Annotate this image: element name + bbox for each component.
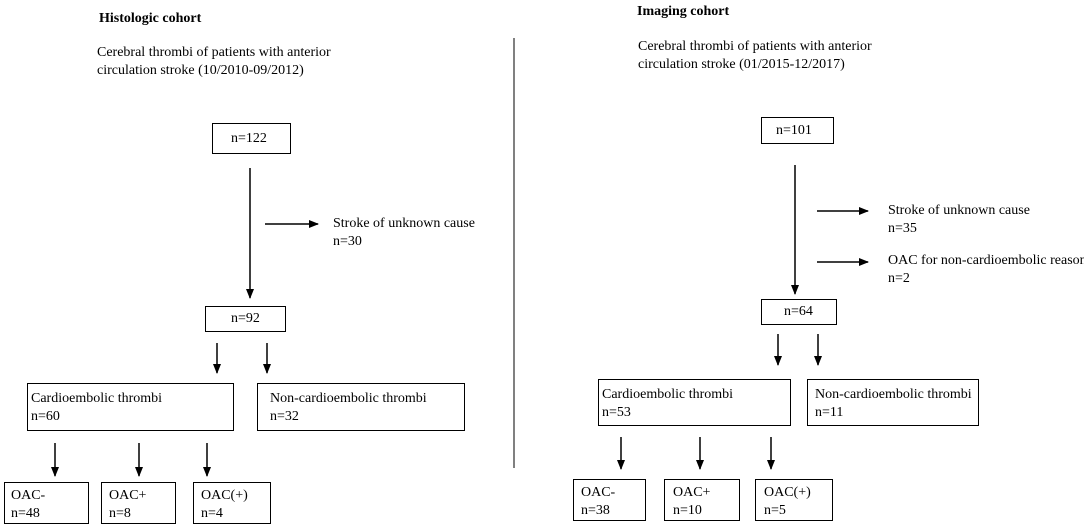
hist-noncardio-box: Non-cardioembolic thrombi n=32 (257, 383, 465, 431)
img-oac-paren-box: OAC(+) n=5 (755, 479, 833, 521)
img-desc-line1: Cerebral thrombi of patients with anteri… (638, 39, 872, 54)
hist-oac-minus-label: OAC- (11, 488, 46, 503)
hist-oac-minus-box: OAC- n=48 (4, 482, 89, 524)
img-oac-plus-label: OAC+ (673, 485, 711, 500)
img-excluded-unknown-n: n=35 (888, 221, 917, 236)
hist-total-n: n=122 (231, 131, 267, 146)
img-oac-plus-n: n=10 (673, 503, 702, 518)
img-included-n: n=64 (784, 304, 813, 319)
img-cardio-label: Cardioembolic thrombi (602, 387, 734, 402)
hist-oac-plus-n: n=8 (109, 506, 131, 521)
hist-excluded-unknown-label: Stroke of unknown cause (333, 216, 475, 231)
hist-included-box: n=92 (205, 306, 286, 332)
hist-oac-plus-label: OAC+ (109, 488, 147, 503)
hist-oac-paren-n: n=4 (201, 506, 223, 521)
hist-noncardio-n: n=32 (270, 409, 299, 424)
img-oac-plus-box: OAC+ n=10 (664, 479, 740, 521)
hist-oac-paren-label: OAC(+) (201, 488, 248, 503)
img-cardio-box: Cardioembolic thrombi n=53 (598, 379, 791, 426)
img-total-n: n=101 (776, 123, 812, 138)
img-oac-minus-n: n=38 (581, 503, 610, 518)
hist-cardio-n: n=60 (31, 409, 60, 424)
img-oac-minus-label: OAC- (581, 485, 616, 500)
hist-total-box: n=122 (212, 123, 291, 154)
img-excluded-oac-label: OAC for non-cardioembolic reason (888, 253, 1084, 268)
img-oac-minus-box: OAC- n=38 (573, 479, 646, 521)
img-oac-paren-label: OAC(+) (764, 485, 811, 500)
img-noncardio-label: Non-cardioembolic thrombi (815, 387, 972, 402)
img-noncardio-n: n=11 (815, 405, 844, 420)
hist-noncardio-label: Non-cardioembolic thrombi (270, 391, 427, 406)
img-total-box: n=101 (761, 117, 834, 144)
img-cardio-n: n=53 (602, 405, 631, 420)
img-oac-paren-n: n=5 (764, 503, 786, 518)
img-noncardio-box: Non-cardioembolic thrombi n=11 (807, 379, 979, 426)
img-title: Imaging cohort (637, 4, 730, 19)
hist-cardio-label: Cardioembolic thrombi (31, 391, 163, 406)
hist-desc-line2: circulation stroke (10/2010-09/2012) (97, 63, 304, 78)
hist-excluded-unknown-n: n=30 (333, 234, 362, 249)
img-included-box: n=64 (761, 299, 837, 325)
hist-included-n: n=92 (231, 311, 260, 326)
hist-desc-line1: Cerebral thrombi of patients with anteri… (97, 45, 331, 60)
hist-title: Histologic cohort (99, 11, 202, 26)
img-desc-line2: circulation stroke (01/2015-12/2017) (638, 57, 845, 72)
img-excluded-unknown-label: Stroke of unknown cause (888, 203, 1030, 218)
hist-oac-minus-n: n=48 (11, 506, 40, 521)
hist-cardio-box: Cardioembolic thrombi n=60 (27, 383, 234, 431)
hist-oac-plus-box: OAC+ n=8 (101, 482, 176, 524)
hist-oac-paren-box: OAC(+) n=4 (193, 482, 271, 524)
img-excluded-oac-n: n=2 (888, 271, 910, 286)
